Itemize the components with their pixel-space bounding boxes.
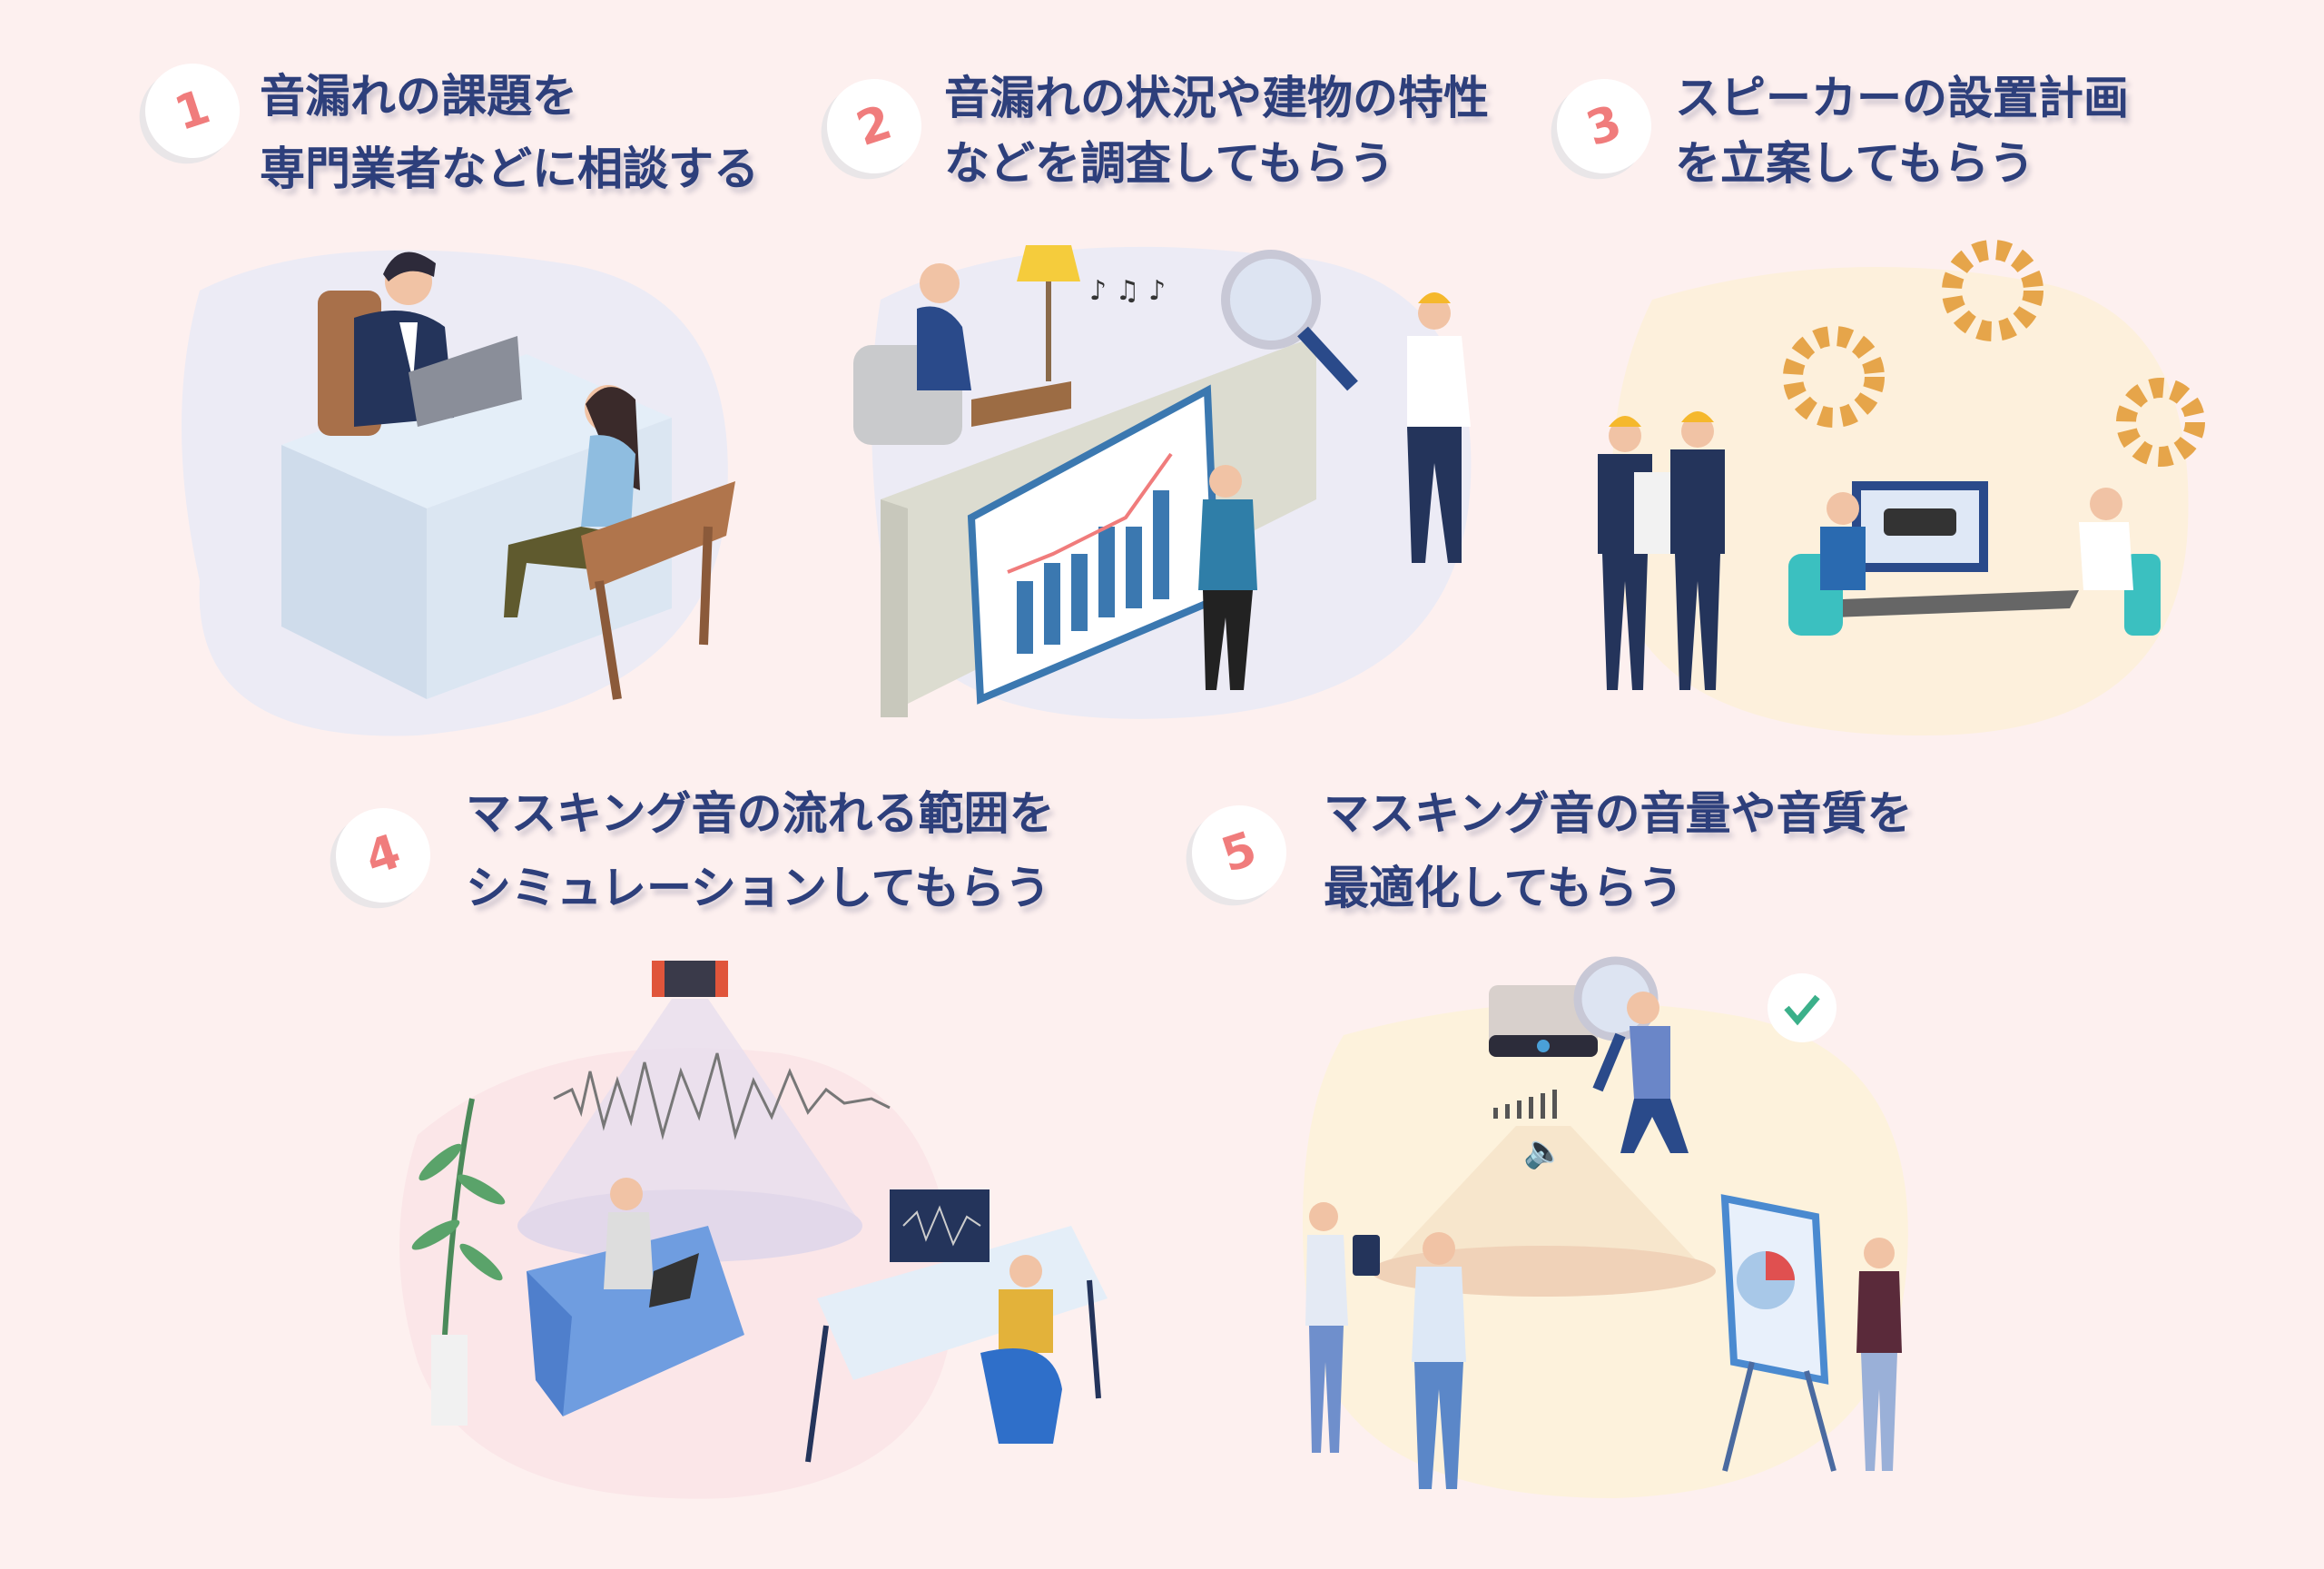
optimization-illustration: 🔈 <box>1303 956 1908 1498</box>
step-number: 1 <box>168 79 217 143</box>
step-number: 3 <box>1580 94 1629 158</box>
simulation-illustration <box>399 961 1108 1499</box>
title-line: マスキング音の音量や音質を <box>1324 787 1913 840</box>
title-line: スピーカーの設置計画 <box>1675 72 2129 124</box>
step-1-badge: 1 <box>133 51 252 171</box>
title-line: マスキング音の流れる範囲を <box>466 787 1055 840</box>
step-2-badge: 2 <box>814 66 934 186</box>
survey-illustration: ♪ ♫ ♪ <box>853 245 1472 719</box>
title-line: 音漏れの課題を <box>260 70 577 123</box>
step-3-title: スピーカーの設置計画 を立案してもらう <box>1675 65 2129 196</box>
title-line: などを調査してもらう <box>944 137 1394 190</box>
step-3-badge: 3 <box>1544 66 1664 186</box>
step-number: 4 <box>359 824 408 887</box>
step-5-title: マスキング音の音量や音質を 最適化してもらう <box>1324 781 1913 921</box>
step-5-badge: 5 <box>1179 793 1299 913</box>
consultation-illustration <box>182 250 735 736</box>
step-4-badge: 4 <box>323 795 443 915</box>
svg-text:♪ ♫ ♪: ♪ ♫ ♪ <box>1089 275 1166 307</box>
title-line: 音漏れの状況や建物の特性 <box>944 72 1489 124</box>
step-4-title: マスキング音の流れる範囲を シミュレーションしてもらう <box>466 781 1055 921</box>
title-line: を立案してもらう <box>1675 137 2034 190</box>
title-line: 専門業者などに相談する <box>260 143 759 195</box>
planning-illustration <box>1598 240 2205 735</box>
step-2-title: 音漏れの状況や建物の特性 などを調査してもらう <box>944 65 1489 196</box>
speaker-volume-icon: 🔈 <box>1523 1133 1564 1170</box>
title-line: シミュレーションしてもらう <box>466 862 1050 914</box>
step-number: 2 <box>850 94 899 158</box>
step-1-title: 音漏れの課題を 専門業者などに相談する <box>260 64 759 202</box>
title-line: 最適化してもらう <box>1324 862 1683 914</box>
step-number: 5 <box>1215 821 1264 884</box>
